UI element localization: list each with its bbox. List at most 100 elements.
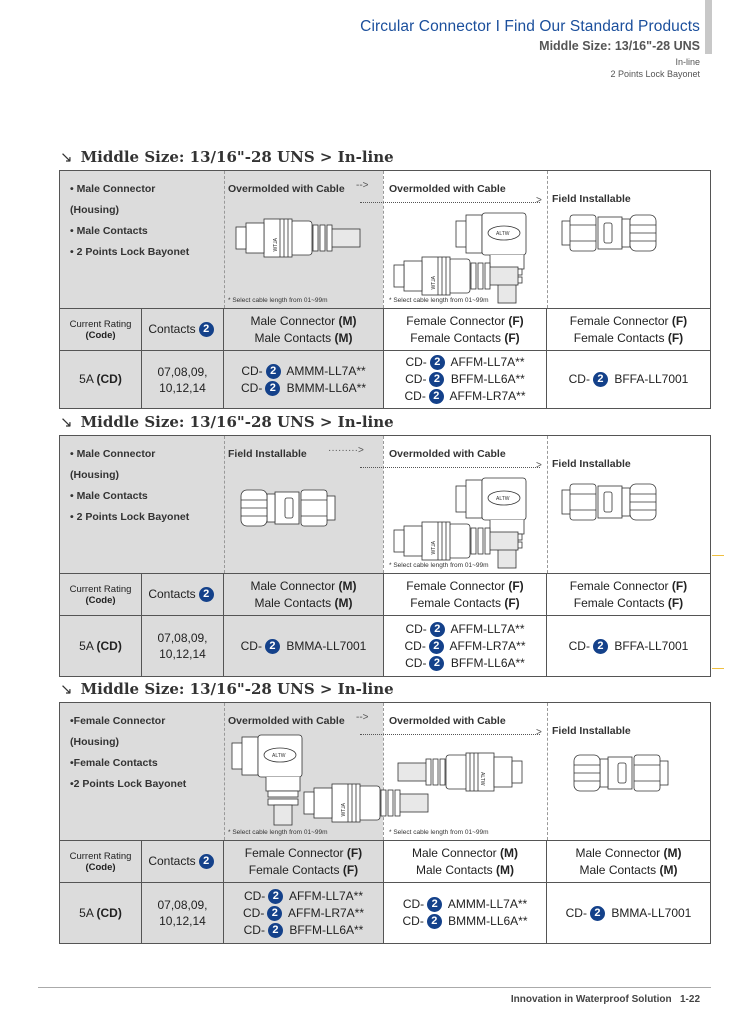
part-code: AMMM-LL7A** (286, 363, 366, 378)
part-code: AFFM-LR7A** (287, 905, 364, 920)
col5-caption: Field Installable (552, 725, 631, 737)
connector-image: ALTW (235, 218, 361, 258)
arrow-down-right-icon: ↘ (60, 413, 73, 431)
part-prefix: CD- (243, 888, 266, 903)
col5-header: Female Connector (F)Female Contacts (F) (569, 313, 688, 345)
image-row: • Male Connector(Housing)• Male Contacts… (60, 171, 710, 309)
col3-part-numbers: CD-2 AMMM-LL7A**CD-2 BMMM-LL6A** (224, 351, 384, 408)
cable-length-note: * Select cable length from 01~99m (228, 829, 328, 836)
col3-caption: Overmolded with Cable (228, 715, 345, 727)
part-prefix: CD- (405, 621, 427, 636)
badge-2-icon: 2 (426, 914, 442, 930)
feature-item: • Male Connector (70, 183, 156, 195)
section-title: ↘ Middle Size: 13/16"-28 UNS > In-line (60, 680, 394, 698)
image-row: • Male Connector(Housing)• Male Contacts… (60, 436, 710, 574)
part-prefix: CD- (568, 372, 590, 386)
col4-header: Male Connector (M)Male Contacts (M) (384, 841, 547, 882)
current-rating-cell: 5A (CD) (60, 616, 142, 676)
arrow-right-icon: > (536, 460, 542, 471)
col4-part-numbers: CD-2 AMMM-LL7A**CD-2 BMMM-LL6A** (384, 883, 547, 943)
part-number: CD-2 BMMM-LL6A** (402, 913, 528, 930)
feature-list: • Male Connector(Housing)• Male Contacts… (70, 179, 189, 263)
col4-header: Female Connector (F)Female Contacts (F) (384, 309, 547, 350)
part-number: CD-2 BMMA-LL7001 (241, 638, 366, 655)
column-divider (224, 436, 225, 573)
cable-length-note: * Select cable length from 01~99m (389, 562, 489, 569)
field-installable-connector-image (561, 483, 657, 521)
section-title: ↘ Middle Size: 13/16"-28 UNS > In-line (60, 413, 394, 431)
part-prefix: CD- (405, 372, 427, 386)
badge-2-icon: 2 (198, 322, 214, 337)
arrow-down-right-icon: ↘ (60, 680, 73, 698)
badge-2-icon: 2 (429, 372, 445, 388)
current-rating-header: Current Rating(Code) (60, 841, 142, 882)
col3-caption: Overmolded with Cable (228, 183, 345, 195)
contacts-cell: 07,08,09,10,12,14 (142, 616, 224, 676)
connector-image: ALTW (393, 256, 519, 296)
svg-text:ALTW: ALTW (273, 238, 279, 252)
col4-caption: Overmolded with Cable (389, 448, 506, 460)
part-number: CD-2 AFFM-LL7A** (243, 888, 364, 905)
feature-list: •Female Connector(Housing)•Female Contac… (70, 711, 186, 795)
part-number: CD-2 AFFM-LR7A** (404, 388, 526, 405)
col4-caption: Overmolded with Cable (389, 715, 506, 727)
col3-header: Male Connector (M)Male Contacts (M) (224, 574, 384, 615)
badge-2-icon: 2 (428, 638, 444, 654)
col5-part-numbers: CD-2 BFFA-LL7001 (547, 616, 710, 676)
feature-item: • Male Contacts (70, 225, 148, 237)
right-angle-connector-image: ALTW (455, 212, 527, 304)
cable-length-note: * Select cable length from 01~99m (389, 829, 489, 836)
dotted-connector-line (360, 202, 540, 203)
dotted-connector-line (360, 467, 540, 468)
field-installable-connector-image (573, 754, 669, 792)
part-prefix: CD- (241, 363, 263, 378)
part-prefix: CD- (404, 389, 426, 403)
part-number: CD-2 BMMM-LL6A** (241, 380, 366, 397)
feature-item: • 2 Points Lock Bayonet (70, 246, 190, 258)
margin-mark (712, 555, 724, 556)
badge-2-icon: 2 (428, 389, 444, 405)
col4-header: Female Connector (F)Female Contacts (F) (384, 574, 547, 615)
contacts-cell: 07,08,09,10,12,14 (142, 883, 224, 943)
part-code: BFFA-LL7001 (614, 372, 689, 386)
cable-length-note: * Select cable length from 01~99m (389, 297, 489, 304)
badge-2-icon: 2 (267, 922, 283, 938)
cable-length-note: * Select cable length from 01~99m (228, 297, 328, 304)
feature-item: •2 Points Lock Bayonet (70, 778, 187, 790)
column-divider (383, 171, 384, 308)
column-divider (547, 436, 548, 573)
badge-2-icon: 2 (427, 897, 443, 913)
connector-image: ALTW (303, 783, 429, 823)
col3-header: Female Connector (F)Female Contacts (F) (224, 841, 384, 882)
feature-item: • Male Contacts (70, 490, 148, 502)
column-divider (224, 703, 225, 840)
badge-2-icon: 2 (268, 888, 284, 904)
arrow-right-icon: --> (356, 180, 369, 191)
part-code: AFFM-LR7A** (449, 389, 526, 403)
part-number: CD-2 AMMM-LL7A** (241, 363, 366, 380)
part-number: CD-2 BFFM-LL6A** (243, 922, 364, 939)
field-installable-connector-image (561, 214, 657, 252)
part-prefix: CD- (405, 655, 427, 670)
part-code: BMMA-LL7001 (611, 905, 692, 920)
part-code: AFFM-LL7A** (450, 355, 525, 369)
part-number: CD-2 BFFM-LL6A** (404, 655, 525, 672)
current-rating-cell: 5A (CD) (60, 883, 142, 943)
col5-caption: Field Installable (552, 458, 631, 470)
image-row: •Female Connector(Housing)•Female Contac… (60, 703, 710, 841)
arrow-down-right-icon: ↘ (60, 148, 73, 166)
column-divider (547, 171, 548, 308)
footer-text: Innovation in Waterproof Solution (510, 994, 672, 1005)
svg-text:ALTW: ALTW (496, 496, 510, 502)
column-divider (224, 171, 225, 308)
badge-2-icon: 2 (265, 380, 281, 396)
section-title-text: Middle Size: 13/16"-28 UNS > In-line (80, 148, 394, 166)
field-installable-connector-image (240, 489, 336, 527)
part-code: BFFM-LL6A** (289, 922, 364, 937)
badge-2-icon: 2 (589, 905, 605, 921)
header-title: Circular Connector I Find Our Standard P… (360, 18, 700, 35)
feature-item: • 2 Points Lock Bayonet (70, 511, 190, 523)
